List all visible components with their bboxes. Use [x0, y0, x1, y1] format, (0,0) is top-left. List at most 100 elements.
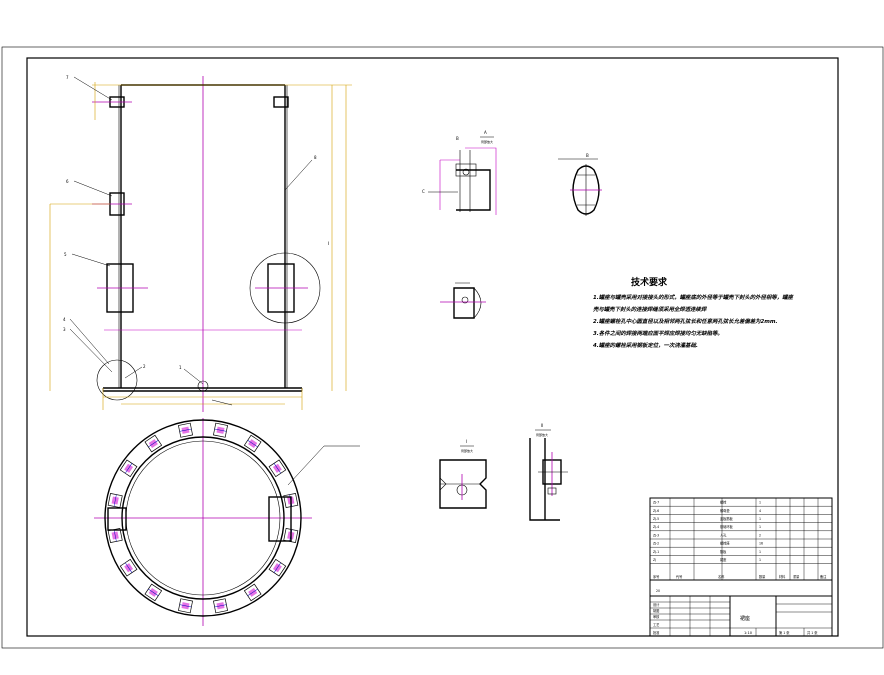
bom-header-cell: 数量 — [759, 574, 766, 579]
detail-i: I 局部放大 — [439, 439, 487, 509]
plan-manhole-right — [268, 496, 292, 542]
sheet-frame — [26, 57, 839, 637]
bom-name: 螺母垫 — [720, 508, 730, 513]
bom-name: 盖板筋板 — [720, 516, 734, 521]
role-design: 设计 — [653, 602, 660, 607]
trim-border — [1, 46, 884, 649]
bolt-lug — [144, 434, 163, 453]
bom-qty: 2 — [759, 533, 761, 537]
plan-manhole-left — [107, 507, 127, 531]
technical-requirements: 技术要求 1.罐座与罐壳采用对接接头的形式，罐座底的外径等于罐壳下封头的外径相等… — [592, 276, 794, 349]
role-check: 审核 — [653, 614, 660, 619]
plan-view — [94, 418, 360, 626]
balloon-1: 1 — [179, 365, 182, 370]
section-detail — [440, 282, 486, 319]
bom-code: ZJ-1 — [653, 550, 659, 554]
bom-header-cell: 材料 — [779, 574, 786, 579]
bom-header-cell: 重量 — [793, 574, 800, 579]
tech-req-title: 技术要求 — [631, 276, 668, 288]
drain-hole — [197, 380, 209, 392]
role-approve: 批准 — [653, 630, 660, 635]
role-process: 工艺 — [653, 622, 659, 627]
bolt-lug — [243, 434, 262, 453]
title-block-name: 裙座 — [740, 615, 750, 622]
bom-footer-code: 20 — [656, 589, 660, 593]
bom-name: 基础环板 — [720, 524, 734, 529]
bom-name: 人孔 — [720, 532, 727, 537]
detail-ii: II 局部放大 — [529, 423, 568, 521]
detail-i-label: I — [466, 439, 467, 444]
detail-ii-note: 局部放大 — [536, 432, 548, 437]
bom-header-cell: 代号 — [676, 574, 682, 579]
tech-req-line-1: 1.罐座与罐壳采用对接接头的形式，罐座底的外径等于罐壳下封头的外径相等，罐座 — [593, 294, 794, 301]
bolt-lug — [268, 459, 287, 478]
bolt-lug — [268, 558, 287, 577]
balloon-4: 4 — [63, 317, 66, 322]
bom-name: 筋板 — [720, 549, 727, 554]
detail-a-balloon-b: B — [456, 136, 459, 141]
detail-b-label: B — [586, 153, 589, 158]
bolt-ring-inner — [121, 436, 285, 600]
detail-circle-II — [96, 359, 138, 401]
bom-qty: 1 — [759, 550, 761, 554]
bom-code: ZJ-7 — [653, 501, 659, 505]
detail-a-note: 局部放大 — [481, 139, 493, 144]
balloon-2: 2 — [143, 364, 146, 369]
bom-qty: 16 — [759, 542, 763, 546]
tech-req-line-5: 4.罐座的螺栓采用钢板定位，一次浇灌基础. — [593, 342, 698, 349]
bom-header-cell: 名称 — [718, 574, 725, 579]
bom-code: ZJ-2 — [653, 542, 659, 546]
bolt-lug — [178, 422, 193, 438]
bolt-lug — [213, 598, 228, 614]
bom-name: 裙座 — [720, 557, 727, 562]
detail-a: A 局部放大 B C — [422, 130, 497, 215]
bom-code: ZJ-5 — [653, 517, 659, 521]
bom-name: 螺栓座 — [720, 541, 730, 546]
bom-qty: 1 — [759, 517, 761, 521]
balloon-8: 8 — [314, 155, 317, 160]
bom-code: ZJ-6 — [653, 509, 659, 513]
detail-a-balloon-c: C — [422, 189, 425, 194]
balloon-3: 3 — [63, 327, 66, 332]
bom-qty: 1 — [759, 501, 761, 505]
detail-a-label: A — [484, 130, 487, 135]
anchor-lug-top-right — [273, 96, 289, 108]
bom-qty: 1 — [759, 558, 761, 562]
bolt-lug — [107, 493, 123, 508]
tech-req-line-3: 2.罐座螺栓孔中心圆直径以及相邻两孔弦长和任意两孔弦长允差偏差为2mm. — [593, 318, 778, 325]
bolt-lug — [213, 422, 228, 438]
detail-ii-label: II — [541, 423, 543, 428]
bolt-lug — [119, 459, 138, 478]
bom-qty: 1 — [759, 525, 761, 529]
front-view: 7 6 5 4 3 8 1 2 I — [49, 75, 352, 412]
role-draw: 制图 — [653, 608, 659, 613]
bom-code: ZJ-4 — [653, 525, 659, 529]
bom-qty: 4 — [759, 509, 761, 513]
detail-I-marker: I — [328, 241, 329, 247]
detail-i-note: 局部放大 — [461, 448, 473, 453]
balloon-5: 5 — [64, 252, 67, 257]
bom-header-cell: 备注 — [820, 574, 827, 579]
tech-req-line-4: 3.各件之间的焊接两端应面平焊应焊接均匀无缺陷等。 — [593, 330, 723, 337]
balloon-7: 7 — [66, 75, 69, 80]
bom-code: ZJ — [653, 558, 656, 562]
bolt-lug — [178, 598, 193, 614]
balloon-6: 6 — [66, 179, 69, 184]
bom-header-cell: 序号 — [653, 574, 659, 579]
bolt-lug — [119, 558, 138, 577]
bolt-lug — [107, 528, 123, 543]
bom-name: 螺栓 — [720, 500, 727, 505]
title-block-scale: 1:10 — [744, 631, 753, 635]
bom-code: ZJ-3 — [653, 533, 659, 537]
title-block-sheet: 第 1 张 — [779, 630, 790, 635]
detail-circle-I — [249, 252, 321, 324]
title-block-total: 共 1 张 — [807, 630, 818, 635]
bolt-lug — [243, 583, 262, 602]
detail-b: B — [558, 153, 602, 216]
tech-req-line-2: 壳与罐壳下封头的连接焊缝须采用全焊透连续焊 — [592, 306, 708, 313]
bolt-lug — [144, 583, 163, 602]
bolt-ring-outer — [104, 419, 302, 617]
